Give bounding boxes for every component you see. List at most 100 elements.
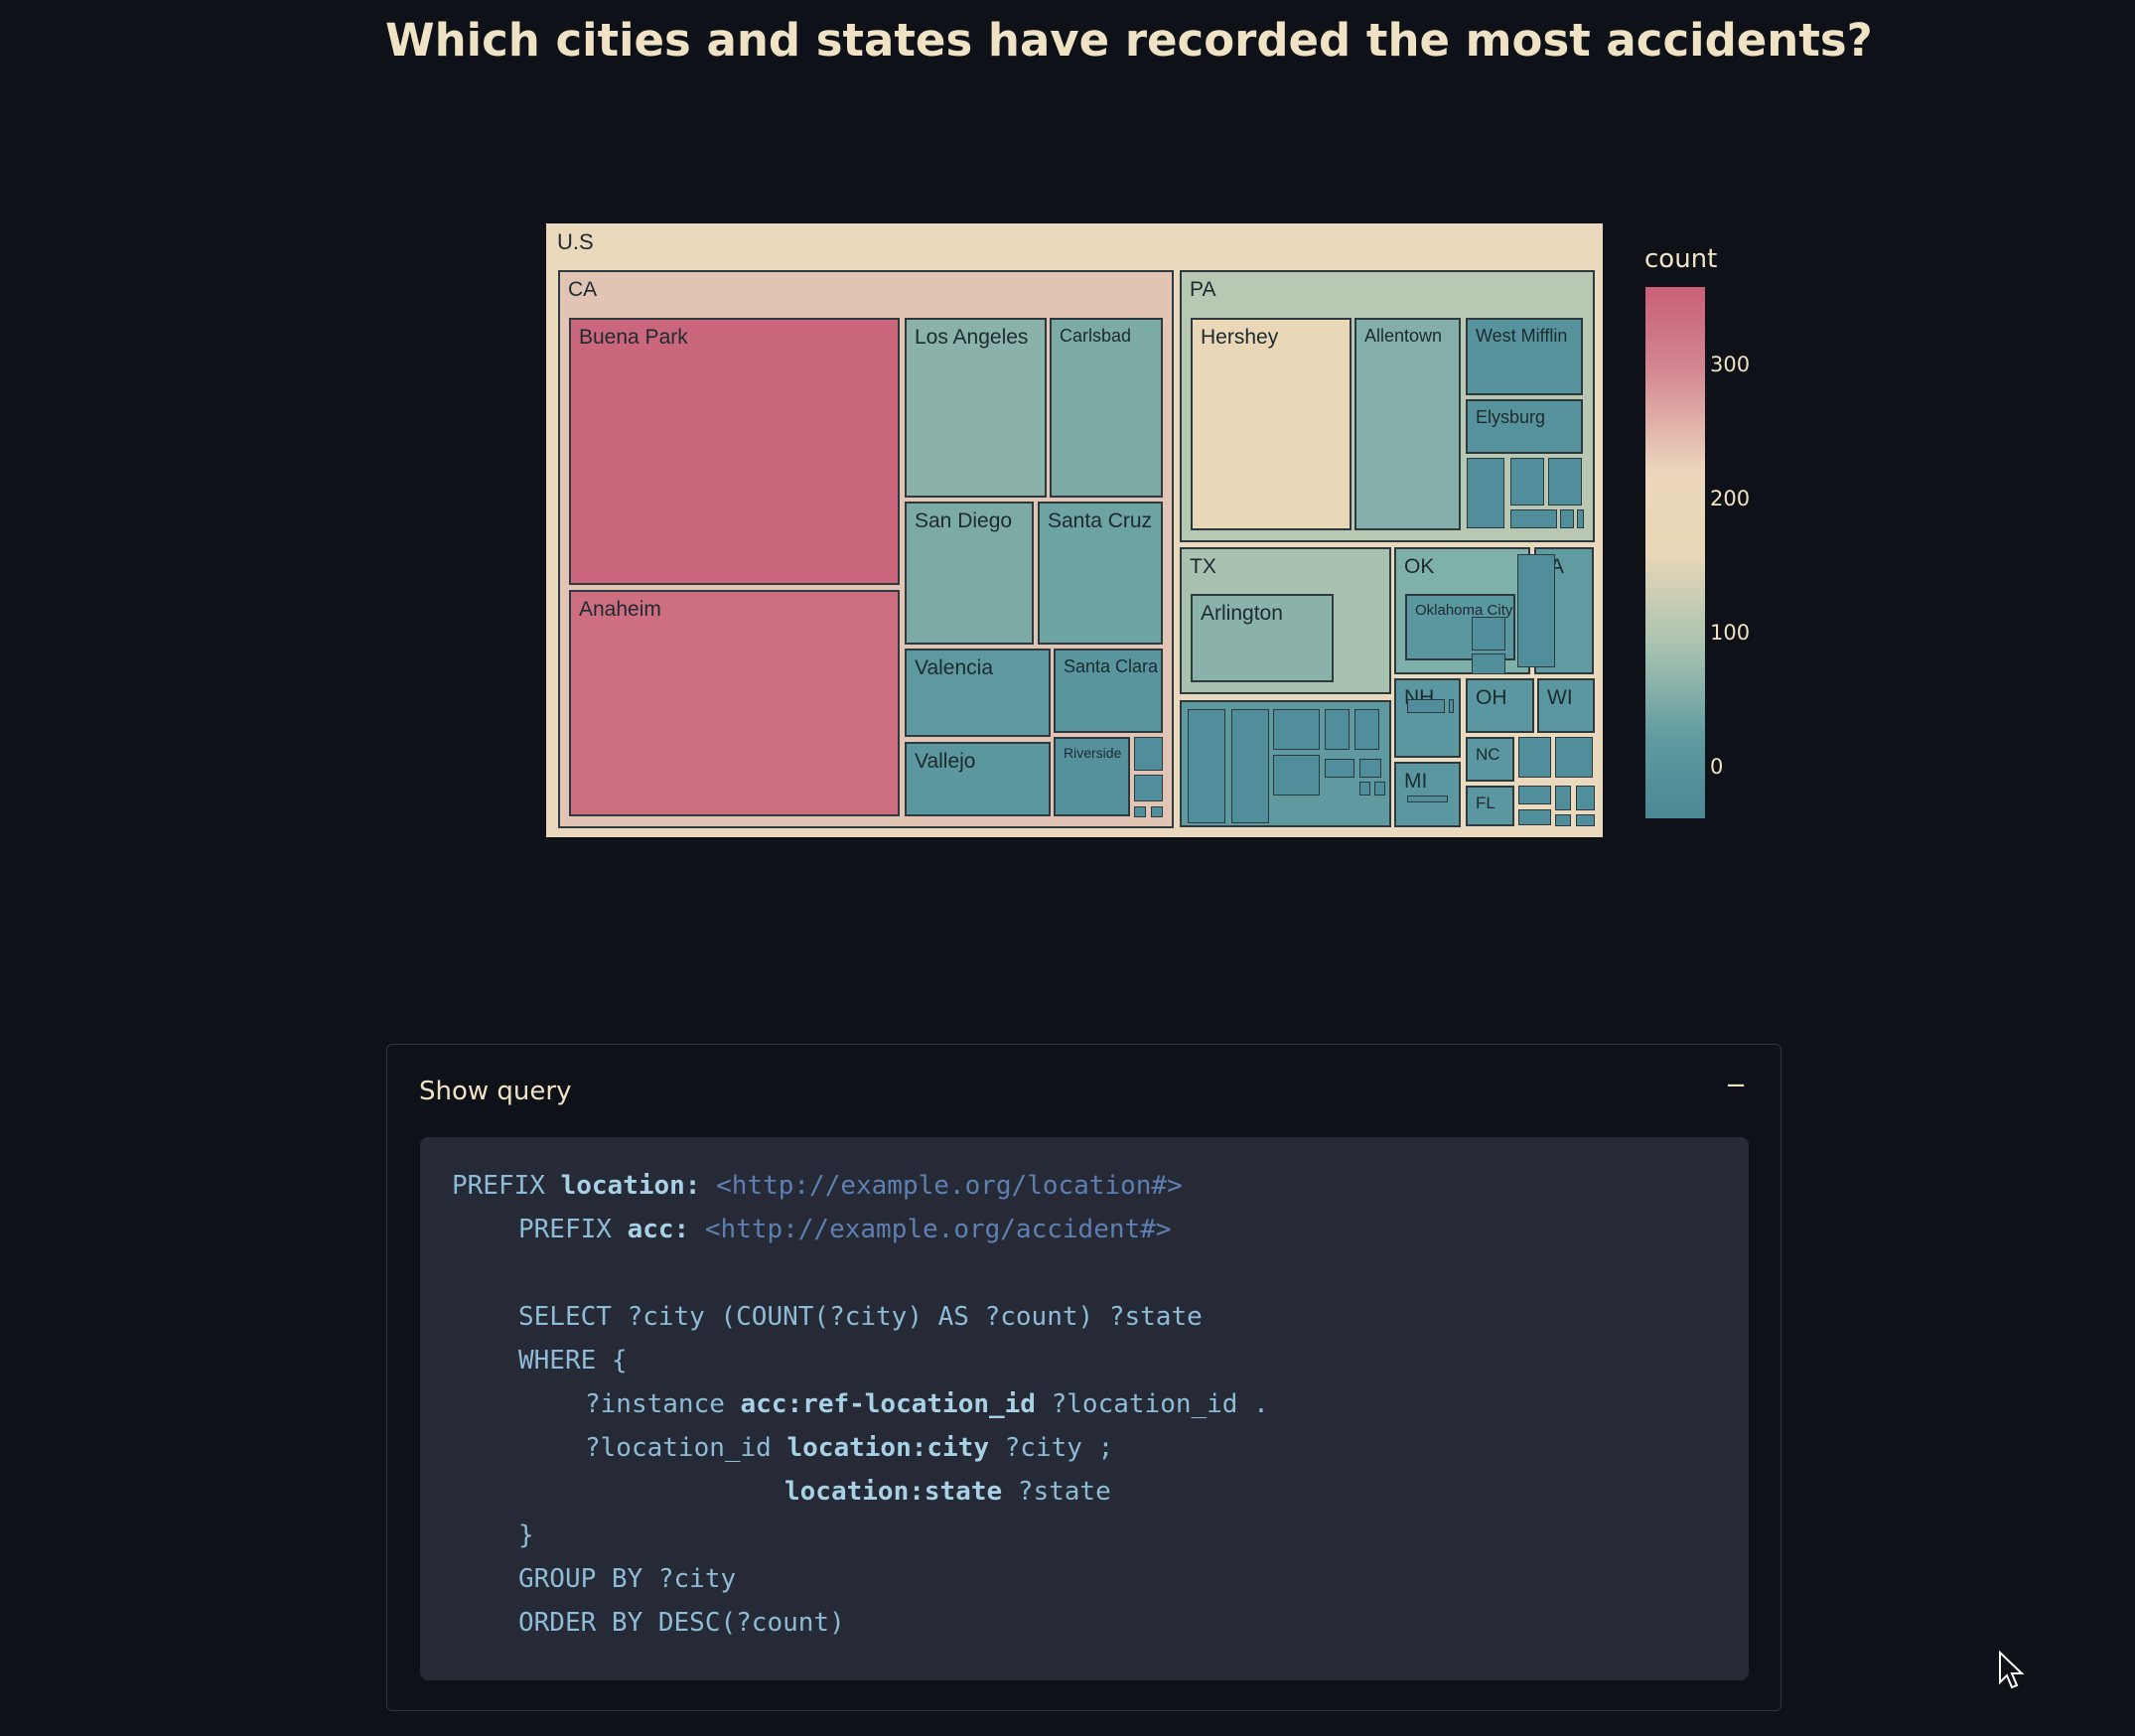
treemap-state-label: NC xyxy=(1476,745,1500,764)
code-token: ?location_id . xyxy=(1035,1389,1269,1419)
treemap-chart[interactable]: U.S CAPATXOKIANJNHOHWINCMIFLBuena ParkAn… xyxy=(546,223,1603,837)
treemap-small-tile[interactable] xyxy=(1510,509,1557,528)
treemap-small-tile[interactable] xyxy=(1577,509,1584,528)
query-panel-title[interactable]: Show query xyxy=(419,1077,572,1106)
treemap-small-tile[interactable] xyxy=(1555,786,1571,810)
treemap-small-tile[interactable] xyxy=(1231,709,1269,823)
treemap-city-label: Valencia xyxy=(915,656,993,679)
treemap-small-tile[interactable] xyxy=(1134,806,1146,817)
treemap-small-tile[interactable] xyxy=(1517,554,1555,667)
code-line: PREFIX acc: <http://example.org/accident… xyxy=(518,1215,1171,1244)
treemap-state-label: WI xyxy=(1547,686,1573,709)
treemap-city-label: Riverside xyxy=(1064,745,1122,761)
treemap-small-tile[interactable] xyxy=(1555,814,1571,826)
treemap-small-tile[interactable] xyxy=(1449,699,1454,713)
treemap-city-elysburg[interactable]: Elysburg xyxy=(1466,399,1583,454)
treemap-small-tile[interactable] xyxy=(1407,699,1445,713)
treemap-small-tile[interactable] xyxy=(1359,782,1370,796)
code-token: location: xyxy=(560,1171,701,1201)
treemap-city-vallejo[interactable]: Vallejo xyxy=(905,742,1051,816)
treemap-state-fl[interactable]: FL xyxy=(1466,786,1514,826)
treemap-small-tile[interactable] xyxy=(1576,814,1595,826)
treemap-city-carlsbad[interactable]: Carlsbad xyxy=(1050,318,1163,498)
colorbar-title: count xyxy=(1644,244,1718,274)
treemap-city-label: Vallejo xyxy=(915,750,976,773)
code-token: ORDER BY DESC(?count) xyxy=(518,1608,845,1638)
code-line: WHERE { xyxy=(518,1346,628,1375)
colorbar-tick-label: 0 xyxy=(1710,755,1724,779)
collapse-icon[interactable]: − xyxy=(1725,1071,1747,1100)
code-token: ?location_id xyxy=(585,1433,787,1463)
code-token: ?state xyxy=(1002,1477,1111,1507)
treemap-small-tile[interactable] xyxy=(1273,709,1320,750)
treemap-city-san-diego[interactable]: San Diego xyxy=(905,502,1034,645)
code-line: PREFIX location: <http://example.org/loc… xyxy=(452,1171,1183,1201)
treemap-small-tile[interactable] xyxy=(1518,737,1551,778)
treemap-small-tile[interactable] xyxy=(1273,755,1320,796)
code-token: SELECT ?city (COUNT(?city) AS ?count) ?s… xyxy=(518,1302,1203,1332)
treemap-state-wi[interactable]: WI xyxy=(1537,678,1595,733)
treemap-city-arlington[interactable]: Arlington xyxy=(1191,594,1334,682)
code-line: location:state ?state xyxy=(784,1477,1111,1507)
query-code-block: PREFIX location: <http://example.org/loc… xyxy=(420,1137,1749,1680)
treemap-city-label: Oklahoma City xyxy=(1415,602,1513,619)
treemap-small-tile[interactable] xyxy=(1467,458,1504,528)
treemap-small-tile[interactable] xyxy=(1548,458,1582,506)
code-token xyxy=(700,1171,716,1201)
treemap-city-anaheim[interactable]: Anaheim xyxy=(569,590,900,816)
treemap-city-santa-clara[interactable]: Santa Clara xyxy=(1054,649,1163,733)
treemap-city-buena-park[interactable]: Buena Park xyxy=(569,318,900,585)
treemap-city-label: Hershey xyxy=(1201,326,1279,349)
code-token: acc: xyxy=(627,1215,690,1244)
treemap-state-label: OK xyxy=(1404,555,1435,578)
code-token: location:city xyxy=(786,1433,990,1463)
treemap-small-tile[interactable] xyxy=(1325,759,1354,778)
treemap-small-tile[interactable] xyxy=(1472,653,1505,674)
treemap-city-label: Carlsbad xyxy=(1060,326,1132,346)
code-token: PREFIX xyxy=(452,1171,561,1201)
treemap-small-tile[interactable] xyxy=(1374,782,1385,796)
code-line: ORDER BY DESC(?count) xyxy=(518,1608,845,1638)
treemap-small-tile[interactable] xyxy=(1134,737,1163,771)
treemap-small-tile[interactable] xyxy=(1518,809,1551,825)
treemap-city-valencia[interactable]: Valencia xyxy=(905,649,1051,737)
treemap-small-tile[interactable] xyxy=(1555,737,1593,778)
treemap-small-tile[interactable] xyxy=(1518,786,1551,804)
treemap-root-label: U.S xyxy=(557,229,594,254)
treemap-state-nh[interactable]: NH xyxy=(1394,678,1461,758)
code-token: } xyxy=(518,1520,534,1550)
treemap-state-mi[interactable]: MI xyxy=(1394,762,1461,827)
treemap-small-tile[interactable] xyxy=(1560,509,1574,528)
treemap-state-label: TX xyxy=(1190,555,1216,578)
treemap-small-tile[interactable] xyxy=(1188,709,1225,823)
code-token: GROUP BY ?city xyxy=(518,1564,737,1594)
code-token: acc:ref-location_id xyxy=(740,1389,1036,1419)
treemap-small-tile[interactable] xyxy=(1576,786,1595,810)
treemap-city-hershey[interactable]: Hershey xyxy=(1191,318,1352,530)
treemap-city-riverside[interactable]: Riverside xyxy=(1054,737,1130,816)
treemap-small-tile[interactable] xyxy=(1510,458,1544,506)
code-token xyxy=(689,1215,705,1244)
treemap-state-oh[interactable]: OH xyxy=(1466,678,1534,733)
treemap-small-tile[interactable] xyxy=(1407,796,1448,802)
treemap-city-west-mifflin[interactable]: West Mifflin xyxy=(1466,318,1583,395)
treemap-city-label: Elysburg xyxy=(1476,407,1546,427)
treemap-city-los-angeles[interactable]: Los Angeles xyxy=(905,318,1047,498)
treemap-city-label: Santa Clara xyxy=(1064,656,1159,676)
code-token: WHERE { xyxy=(518,1346,628,1375)
code-line: GROUP BY ?city xyxy=(518,1564,736,1594)
treemap-state-nc[interactable]: NC xyxy=(1466,737,1514,782)
treemap-city-label: Arlington xyxy=(1201,602,1283,625)
treemap-city-allentown[interactable]: Allentown xyxy=(1354,318,1461,530)
treemap-state-label: FL xyxy=(1476,794,1495,812)
code-line: } xyxy=(518,1520,534,1550)
mouse-cursor-icon xyxy=(1999,1651,2025,1689)
treemap-city-label: Buena Park xyxy=(579,326,688,349)
treemap-small-tile[interactable] xyxy=(1325,709,1350,750)
treemap-small-tile[interactable] xyxy=(1354,709,1379,750)
treemap-small-tile[interactable] xyxy=(1134,775,1163,801)
treemap-small-tile[interactable] xyxy=(1359,759,1381,778)
treemap-small-tile[interactable] xyxy=(1151,806,1163,817)
treemap-small-tile[interactable] xyxy=(1472,617,1505,651)
treemap-city-santa-cruz[interactable]: Santa Cruz xyxy=(1038,502,1163,645)
